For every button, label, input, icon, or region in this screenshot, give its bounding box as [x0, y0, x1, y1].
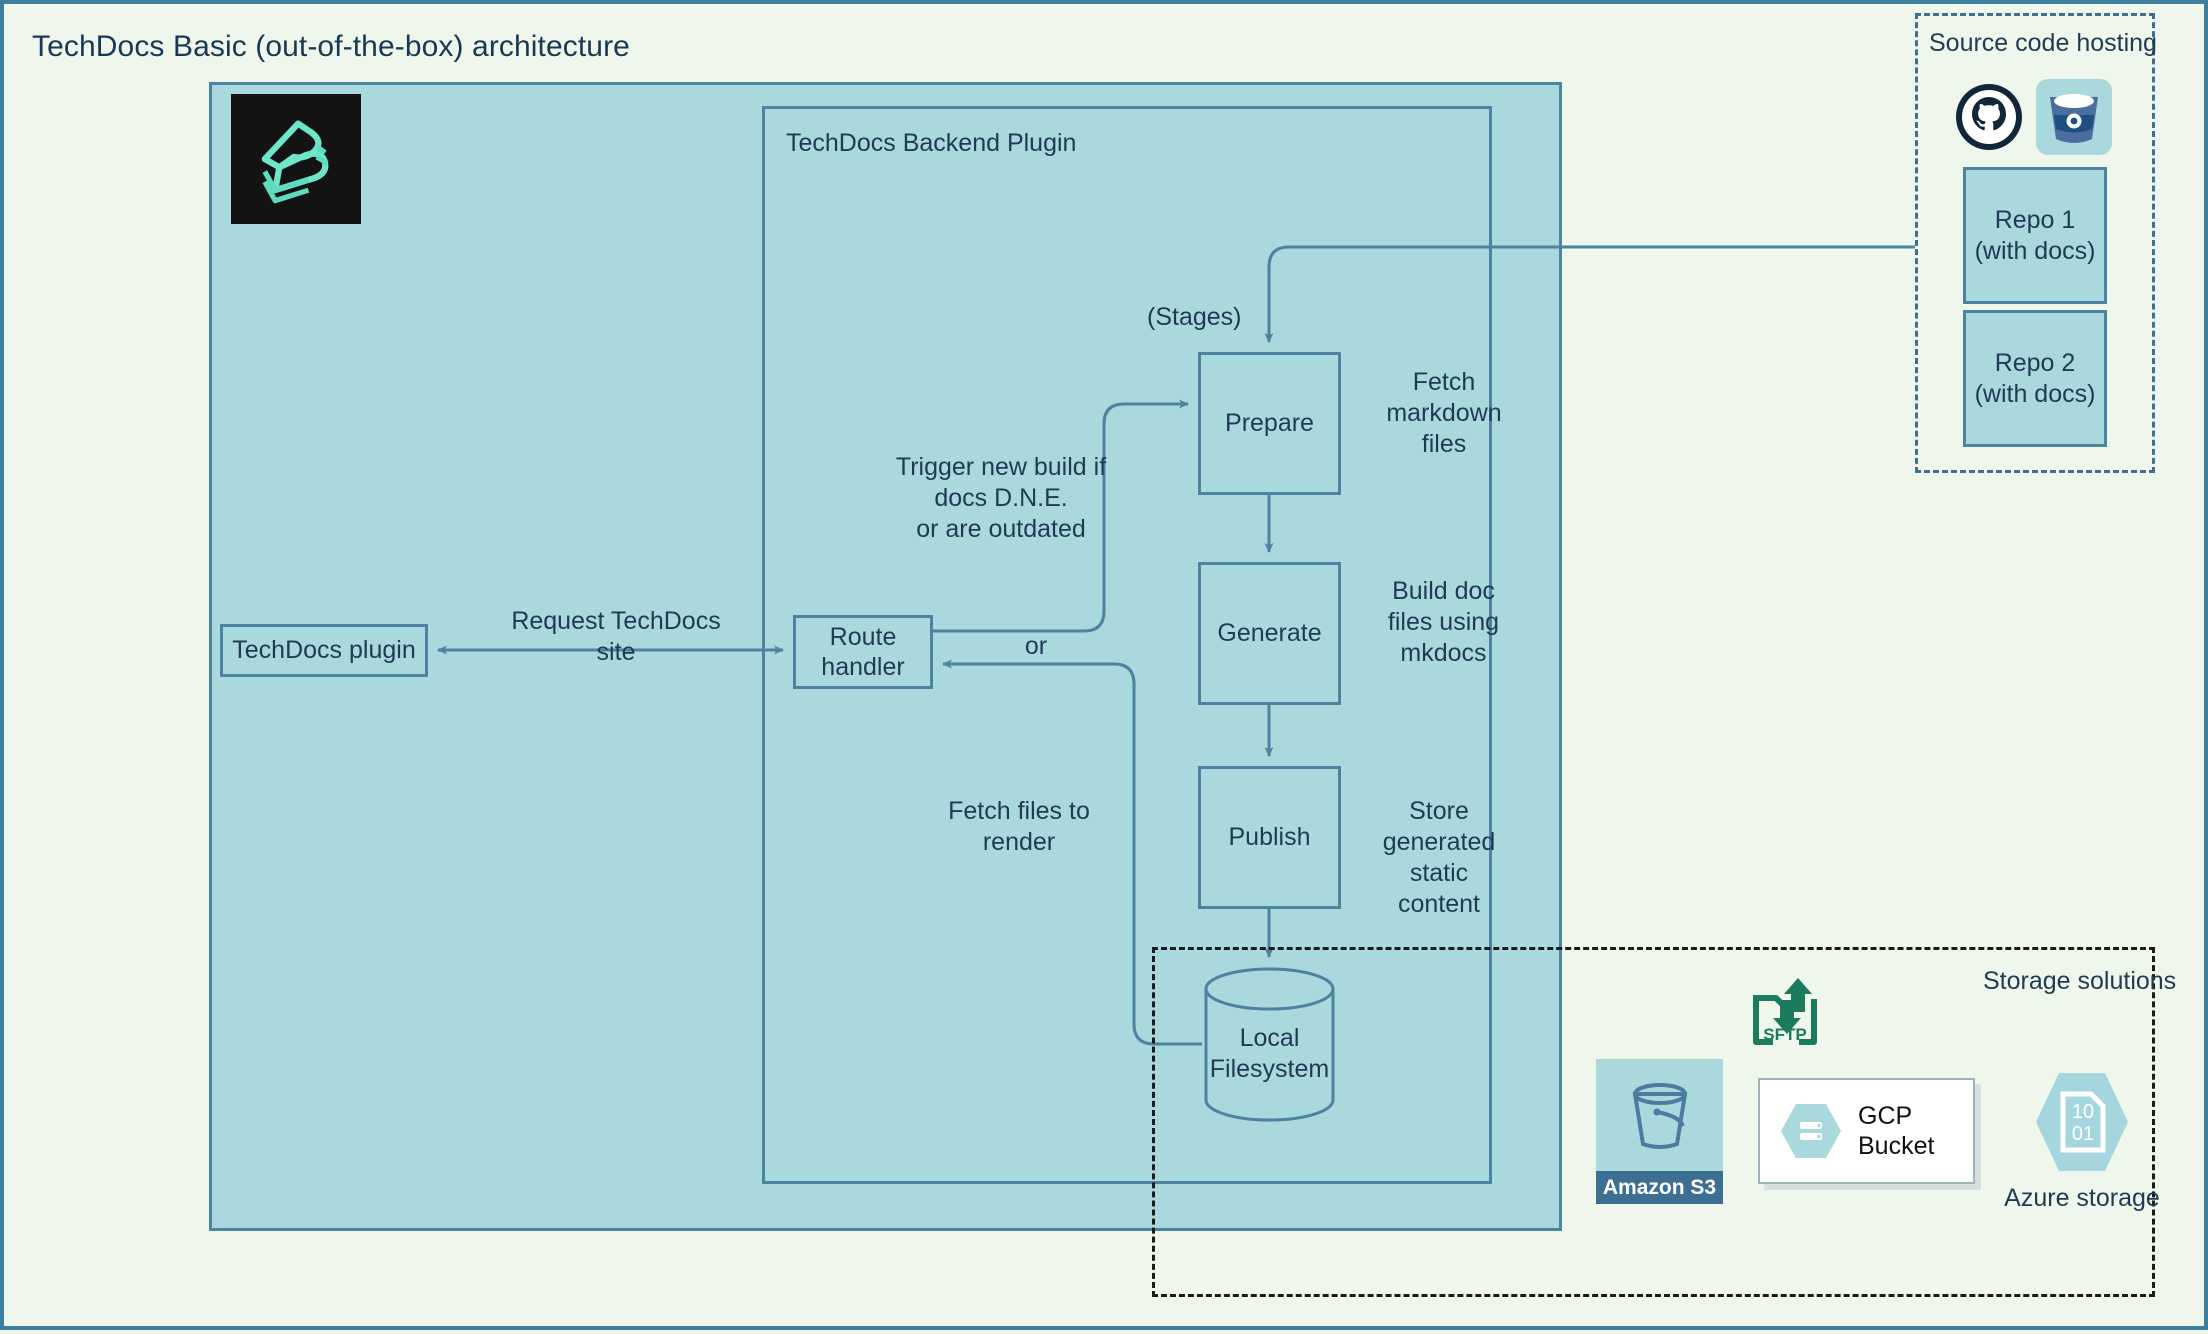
source-code-hosting-label: Source code hosting	[1929, 29, 2157, 57]
stage-label: Prepare	[1225, 409, 1314, 437]
stage-box-publish[interactable]: Publish	[1198, 766, 1341, 909]
amazon-s3-bucket-glyph	[1596, 1059, 1723, 1171]
bitbucket-icon[interactable]	[2036, 79, 2112, 155]
techdocs-plugin-label: TechDocs plugin	[232, 636, 416, 664]
techdocs-plugin-box[interactable]: TechDocs plugin	[220, 624, 428, 677]
amazon-s3-icon[interactable]: Amazon S3	[1596, 1059, 1723, 1204]
azure-storage-label: Azure storage	[2004, 1184, 2160, 1212]
repo-box-1[interactable]: Repo 1 (with docs)	[1963, 167, 2107, 304]
page-title: TechDocs Basic (out-of-the-box) architec…	[32, 30, 630, 63]
techdocs-backend-plugin-box	[762, 106, 1492, 1184]
prepare-note: Fetch markdown files	[1386, 368, 1502, 458]
route-handler-box[interactable]: Route handler	[793, 615, 933, 689]
backstage-logo-icon	[231, 94, 361, 224]
publish-note: Store generated static content	[1382, 797, 1496, 918]
svg-text:SFTP: SFTP	[1763, 1025, 1806, 1044]
repo-label-line2: (with docs)	[1974, 379, 2096, 408]
stages-label: (Stages)	[1147, 303, 1242, 331]
local-filesystem-label: Local Filesystem	[1209, 1024, 1330, 1083]
stage-label: Generate	[1217, 619, 1322, 647]
repo-label-line1: Repo 2	[1994, 349, 2076, 377]
repo-label-line2: (with docs)	[1974, 236, 2096, 265]
backend-plugin-label: TechDocs Backend Plugin	[786, 129, 1077, 157]
stage-box-generate[interactable]: Generate	[1198, 562, 1341, 705]
sftp-icon[interactable]: SFTP	[1746, 972, 1824, 1050]
route-handler-label-line1: Route	[829, 622, 897, 651]
local-filesystem-cylinder[interactable]: Local Filesystem	[1202, 967, 1337, 1122]
github-icon[interactable]	[1953, 81, 2025, 153]
edge-label-request: Request TechDocs site	[511, 607, 721, 666]
gcp-bucket-label: GCP Bucket	[1858, 1102, 1935, 1160]
svg-text:10: 10	[2072, 1101, 2094, 1123]
azure-storage-icon[interactable]: 10 01	[2033, 1070, 2131, 1175]
storage-solutions-label: Storage solutions	[1983, 967, 2177, 995]
gcp-hexagon-glyph	[1781, 1104, 1841, 1158]
svg-text:01: 01	[2072, 1123, 2094, 1145]
amazon-s3-label: Amazon S3	[1596, 1171, 1723, 1204]
storage-solutions-group	[1152, 947, 2155, 1297]
edge-label-fetch-files: Fetch files to render	[948, 797, 1090, 856]
stage-label: Publish	[1228, 823, 1311, 851]
generate-note: Build doc files using mkdocs	[1387, 577, 1500, 667]
gcp-bucket-icon[interactable]: GCP Bucket	[1758, 1078, 1975, 1184]
repo-label-line1: Repo 1	[1994, 206, 2076, 234]
stage-box-prepare[interactable]: Prepare	[1198, 352, 1341, 495]
repo-box-2[interactable]: Repo 2 (with docs)	[1963, 310, 2107, 447]
edge-label-or: or	[1024, 632, 1048, 660]
edge-label-trigger: Trigger new build if docs D.N.E. or are …	[895, 453, 1107, 543]
route-handler-label-line2: handler	[821, 653, 905, 681]
